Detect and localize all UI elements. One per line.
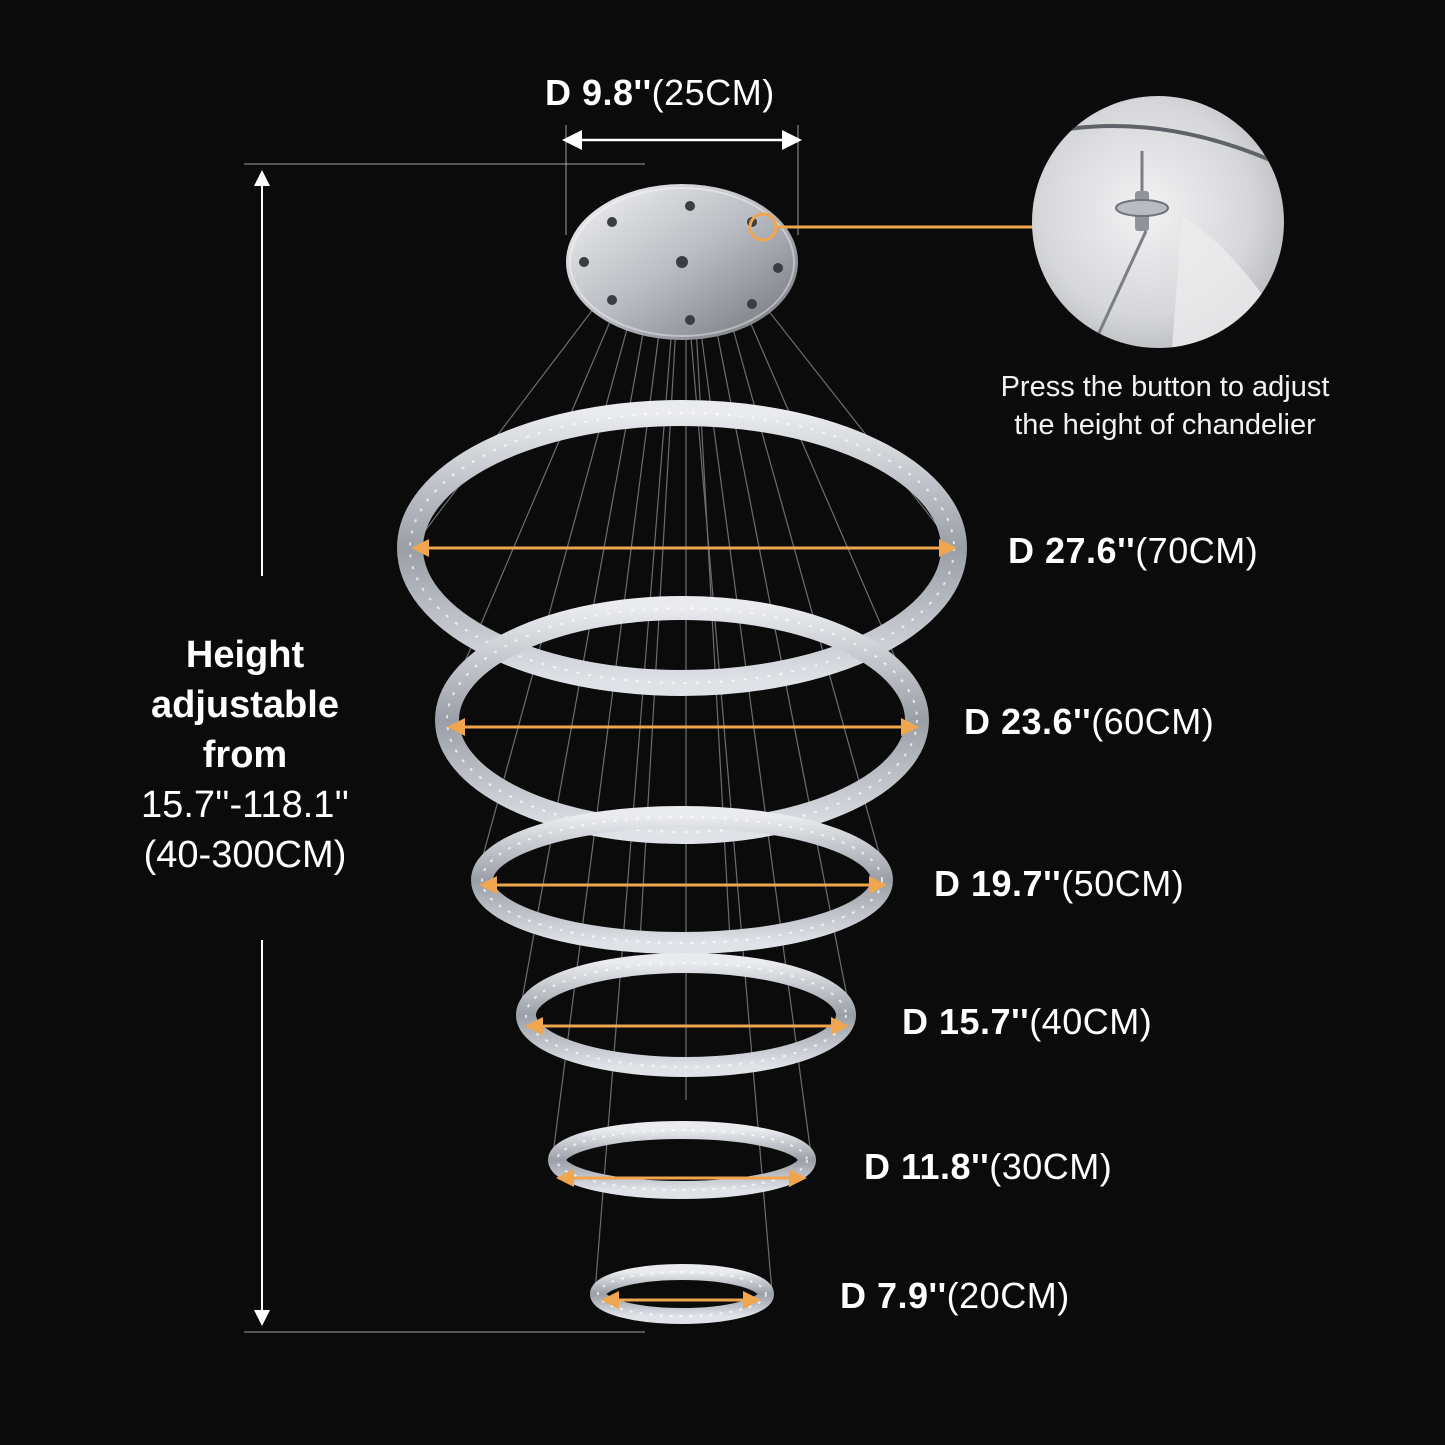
height-note-line1: Height bbox=[185, 634, 305, 676]
ring-1-diameter-label: D 27.6''(70CM) bbox=[1008, 530, 1258, 572]
ring-2 bbox=[435, 596, 929, 844]
ring-2-diameter-label: D 23.6''(60CM) bbox=[964, 701, 1214, 743]
canopy-diameter-imperial: D 9.8'' bbox=[545, 72, 652, 113]
ring-2-imperial: D 23.6'' bbox=[964, 701, 1092, 742]
height-range-imperial: 15.7''-118.1'' bbox=[141, 784, 349, 826]
ring-6-metric: (20CM) bbox=[946, 1275, 1070, 1316]
adjust-button-caption: Press the button to adjust the height of… bbox=[960, 368, 1370, 444]
ring-1-imperial: D 27.6'' bbox=[1008, 530, 1136, 571]
height-adjust-button-photo bbox=[1032, 96, 1284, 348]
ring-5-imperial: D 11.8'' bbox=[864, 1146, 990, 1187]
canopy-diameter-label: D 9.8''(25CM) bbox=[545, 72, 775, 114]
height-note-line3: from bbox=[202, 734, 288, 776]
ring-3-imperial: D 19.7'' bbox=[934, 863, 1062, 904]
diameter-arrows bbox=[411, 539, 957, 1309]
ring-6-imperial: D 7.9'' bbox=[840, 1275, 947, 1316]
detail-callout bbox=[748, 212, 1035, 242]
ring-5-metric: (30CM) bbox=[989, 1146, 1113, 1187]
height-dimension-line bbox=[244, 163, 645, 1333]
ring-5-diameter-label: D 11.8''(30CM) bbox=[864, 1146, 1112, 1188]
canopy-diameter-metric: (25CM) bbox=[651, 72, 775, 113]
ring-3-diameter-label: D 19.7''(50CM) bbox=[934, 863, 1184, 905]
ring-1-metric: (70CM) bbox=[1135, 530, 1259, 571]
caption-line1: Press the button to adjust bbox=[1000, 371, 1330, 403]
height-adjustable-note: Height adjustable from 15.7''-118.1'' (4… bbox=[100, 630, 390, 880]
canopy-diameter-arrow bbox=[562, 125, 802, 235]
height-note-line2: adjustable bbox=[151, 684, 339, 726]
height-range-metric: (40-300CM) bbox=[143, 834, 347, 876]
caption-line2: the height of chandelier bbox=[1014, 409, 1316, 441]
ring-4-diameter-label: D 15.7''(40CM) bbox=[902, 1001, 1152, 1043]
ring-2-metric: (60CM) bbox=[1091, 701, 1215, 742]
ring-4-metric: (40CM) bbox=[1029, 1001, 1153, 1042]
ring-3-metric: (50CM) bbox=[1061, 863, 1185, 904]
ring-4-imperial: D 15.7'' bbox=[902, 1001, 1030, 1042]
ring-6-diameter-label: D 7.9''(20CM) bbox=[840, 1275, 1070, 1317]
ceiling-canopy bbox=[566, 184, 798, 340]
adjuster-closeup-image bbox=[1032, 96, 1284, 348]
